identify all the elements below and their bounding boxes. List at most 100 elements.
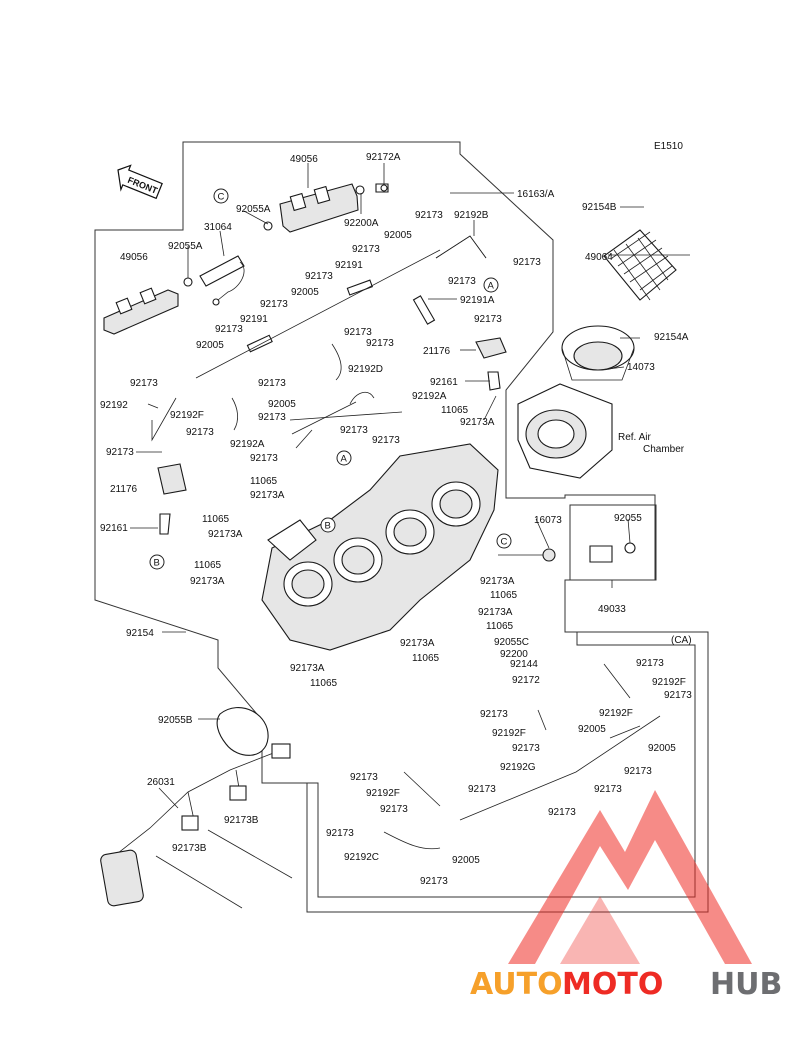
part-label: 92173 xyxy=(106,447,134,458)
part-label: 92173A xyxy=(208,529,243,540)
vacuum-hose-network-top xyxy=(151,235,487,449)
part-label: 92161 xyxy=(100,523,128,534)
subassembly-49033-box xyxy=(569,504,657,581)
idle-valve-49033 xyxy=(542,542,636,563)
part-label: 26031 xyxy=(147,777,175,788)
callout-a-mid: A xyxy=(336,450,352,466)
part-label: 92173 xyxy=(366,338,394,349)
part-label: 21176 xyxy=(423,346,451,357)
throttle-body-assembly xyxy=(261,443,499,651)
part-label: 92154 xyxy=(126,628,154,639)
part-label: 92173A xyxy=(190,576,225,587)
part-label: 92192D xyxy=(348,364,383,375)
svg-text:A: A xyxy=(488,281,495,292)
part-label: 31064 xyxy=(204,222,232,233)
sensor-21176-right xyxy=(475,337,507,391)
part-label: 92192F xyxy=(170,410,204,421)
part-label: 92172 xyxy=(512,675,540,686)
part-label: 92173 xyxy=(420,876,448,887)
part-label: 92173 xyxy=(340,425,368,436)
front-arrow-icon: FRONT xyxy=(117,164,163,200)
part-label: 49056 xyxy=(120,252,148,263)
part-label: 92005 xyxy=(196,340,224,351)
leader-lines xyxy=(130,163,690,809)
part-label: 92192F xyxy=(366,788,400,799)
part-label: 92173 xyxy=(474,314,502,325)
air-filter-screen xyxy=(603,229,677,301)
part-label: 11065 xyxy=(310,678,338,689)
part-label: 92055A xyxy=(168,241,203,252)
diagram-code: E1510 xyxy=(654,141,683,152)
part-label: 92200 xyxy=(500,649,528,660)
svg-text:B: B xyxy=(325,521,331,532)
part-label: 92192C xyxy=(344,852,379,863)
part-label: 92173 xyxy=(513,257,541,268)
watermark-text-hub: HUB xyxy=(710,967,782,1002)
part-label: 92173 xyxy=(250,453,278,464)
part-label: 92173 xyxy=(380,804,408,815)
watermark-text-auto: AUTO xyxy=(470,967,563,1002)
part-label: 92144 xyxy=(510,659,538,670)
callout-b-mid: B xyxy=(320,517,336,533)
part-label: 92173 xyxy=(624,766,652,777)
part-label: 92173 xyxy=(664,690,692,701)
sensor-21176-left xyxy=(157,463,187,535)
part-label: 92172A xyxy=(366,152,401,163)
part-label: 92005 xyxy=(648,743,676,754)
part-label: 92154B xyxy=(582,202,617,213)
fuel-injector-hose xyxy=(199,255,245,306)
part-label: 92173 xyxy=(258,412,286,423)
part-label: 92173 xyxy=(350,772,378,783)
part-label: 92173A xyxy=(250,490,285,501)
part-label: 92173A xyxy=(290,663,325,674)
part-label: 92173 xyxy=(448,276,476,287)
part-label: 92173 xyxy=(215,324,243,335)
part-label: 92173 xyxy=(186,427,214,438)
assembly-frame xyxy=(94,141,709,913)
part-label: 49064 xyxy=(585,252,613,263)
part-label: 92173 xyxy=(372,435,400,446)
part-label: 92173 xyxy=(594,784,622,795)
part-label: 92154A xyxy=(654,332,689,343)
part-label: 92173 xyxy=(260,299,288,310)
part-label: 92200A xyxy=(344,218,379,229)
part-label: 11065 xyxy=(486,621,514,632)
ca-part-labels: 92173 92192F 92173 92173 92192F 92192F 9… xyxy=(326,658,692,887)
ref-air-label: Ref. Air xyxy=(618,432,651,443)
cable-tie-2 xyxy=(155,855,243,909)
svg-text:C: C xyxy=(501,537,508,548)
part-label: 92173 xyxy=(548,807,576,818)
part-label: 21176 xyxy=(110,484,138,495)
part-label: 92173 xyxy=(352,244,380,255)
part-label: 92192A xyxy=(230,439,265,450)
watermark-logo-icon xyxy=(508,790,752,964)
part-label: 92005 xyxy=(578,724,606,735)
part-label: 92192 xyxy=(100,400,128,411)
part-label: 92161 xyxy=(430,377,458,388)
part-label: 11065 xyxy=(441,405,469,416)
part-label: 14073 xyxy=(627,362,655,373)
part-label: 92192F xyxy=(492,728,526,739)
part-label: 92173 xyxy=(305,271,333,282)
cable-tie-1 xyxy=(207,829,293,879)
watermark-text-moto: MOTO xyxy=(562,967,663,1002)
part-label: 11065 xyxy=(202,514,230,525)
o-ring-92055b xyxy=(216,707,269,756)
part-label: 49056 xyxy=(290,154,318,165)
part-label: 92173 xyxy=(326,828,354,839)
svg-text:A: A xyxy=(341,454,348,465)
part-label: 92005 xyxy=(452,855,480,866)
ca-label: (CA) xyxy=(671,635,692,646)
part-label: 92005 xyxy=(291,287,319,298)
callout-c-mid: C xyxy=(496,533,512,549)
part-label: 92173 xyxy=(468,784,496,795)
ca-vacuum-hose-network xyxy=(383,663,661,850)
part-label: 92173 xyxy=(512,743,540,754)
fuel-rail-lower xyxy=(103,277,193,335)
part-label: 92192F xyxy=(652,677,686,688)
wiring-harness-26031 xyxy=(100,743,291,907)
fuel-rail-upper xyxy=(263,183,365,233)
part-label: 92055B xyxy=(158,715,193,726)
part-label: 11065 xyxy=(250,476,278,487)
svg-text:B: B xyxy=(154,558,160,569)
